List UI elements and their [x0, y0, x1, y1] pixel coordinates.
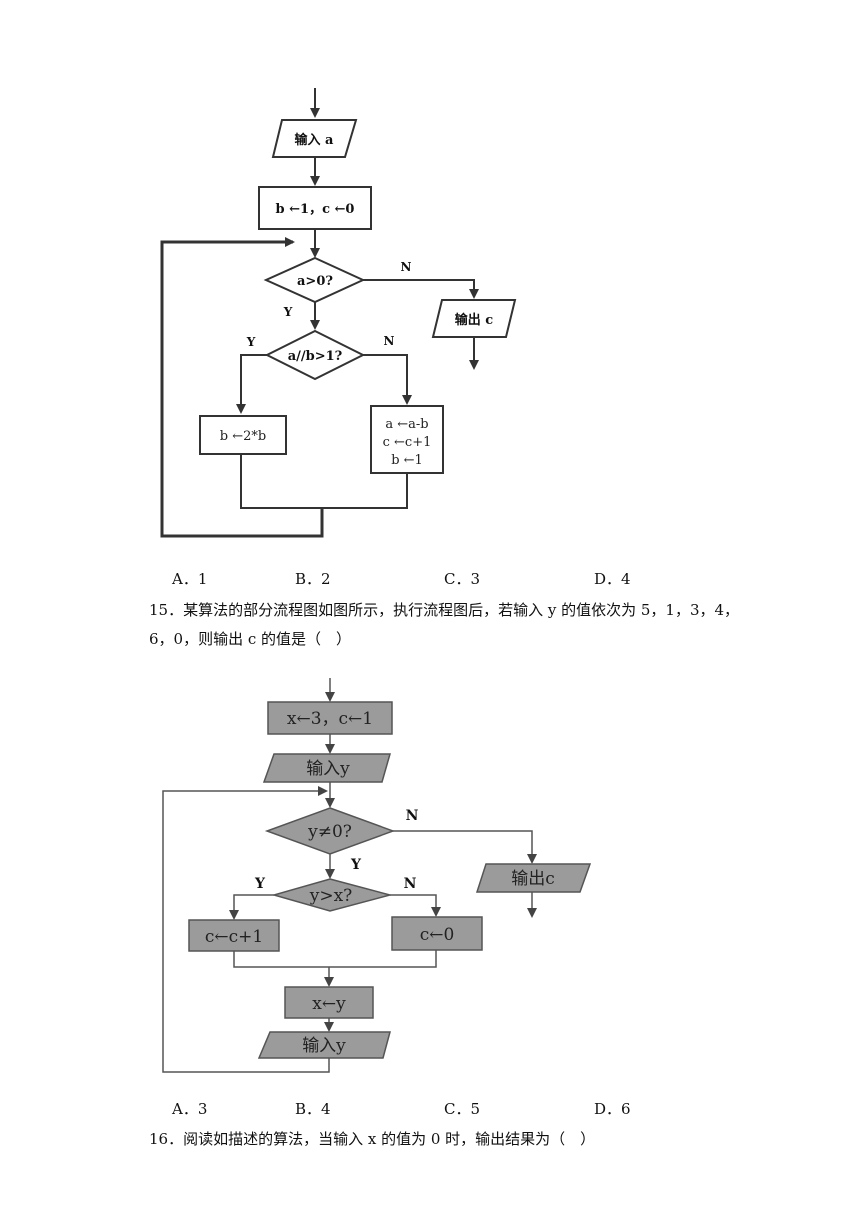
no-label-4: N [404, 876, 417, 892]
yes-label-1: Y [283, 305, 293, 319]
input-y-shape [262, 753, 391, 783]
q14-option-d[interactable]: D．4 [594, 570, 631, 588]
assign-label: x←y [312, 994, 346, 1014]
q15-line-1: 15．某算法的部分流程图如图所示，执行流程图后，若输入 y 的值依次为 5，1，… [149, 601, 740, 619]
q14-options: A．1 B．2 C．3 D．4 [0, 568, 860, 592]
q15-line-2: 6，0，则输出 c 的值是（ ） [149, 630, 352, 648]
input-a-shape [271, 119, 358, 158]
input-a-label: 输入 a [295, 132, 335, 148]
box-c-plus-1 [188, 919, 280, 952]
q14-option-a[interactable]: A．1 [172, 570, 208, 588]
box-b-double [199, 415, 287, 455]
box-subtract [370, 405, 444, 474]
cond2-label-2: y>x? [309, 886, 353, 906]
cond1-label-2: y≠0? [307, 822, 352, 842]
box-right-label: c←0 [420, 925, 455, 945]
cond2-label: a//b>1? [288, 349, 343, 364]
box-right-line-3: b ←1 [391, 453, 423, 468]
q15-option-d[interactable]: D．6 [594, 1100, 631, 1118]
no-label-1: N [401, 260, 412, 274]
flowchart-1: 输入 a b ←1，c ←0 a>0? a//b>1? 输出 c N Y Y N… [160, 88, 517, 538]
box-x-assign [284, 986, 374, 1019]
box-c-zero [391, 916, 483, 951]
q15-question: 15．某算法的部分流程图如图所示，执行流程图后，若输入 y 的值依次为 5，1，… [149, 596, 749, 654]
decision-a-div-b [264, 329, 366, 381]
init-label: b ←1，c ←0 [276, 202, 355, 217]
q14-option-b[interactable]: B．2 [295, 570, 331, 588]
yes-label-4: Y [254, 876, 266, 892]
q15-option-a[interactable]: A．3 [172, 1100, 208, 1118]
decision-y-gt-x [271, 878, 393, 912]
flowchart-2: x←3，c←1 输入y y≠0? y>x? 输出c c←c+1 c←0 x←y … [162, 678, 592, 1073]
input-y-shape-2 [257, 1031, 391, 1059]
box-left-label: c←c+1 [205, 927, 263, 947]
output-c-shape-2 [475, 863, 592, 893]
yes-label-2: Y [246, 335, 256, 349]
q14-option-c[interactable]: C．3 [444, 570, 481, 588]
init-box [258, 186, 372, 230]
no-label-3: N [406, 808, 419, 824]
box-b-label: b ←2*b [220, 429, 266, 444]
init-label-2: x←3，c←1 [287, 709, 373, 729]
q16-line-1: 16．阅读如描述的算法，当输入 x 的值为 0 时，输出结果为（ ） [149, 1130, 596, 1148]
yes-label-3: Y [350, 857, 362, 873]
output-c-label-2: 输出c [511, 869, 555, 889]
q15-option-b[interactable]: B．4 [295, 1100, 331, 1118]
output-c-shape [431, 299, 517, 338]
input-y-label-2: 输入y [302, 1036, 346, 1056]
q15-option-c[interactable]: C．5 [444, 1100, 481, 1118]
cond1-label: a>0? [297, 274, 333, 289]
q15-options: A．3 B．4 C．5 D．6 [0, 1098, 860, 1122]
init-box-2 [267, 701, 393, 735]
output-c-label: 输出 c [455, 312, 494, 328]
box-right-line-2: c ←c+1 [383, 435, 432, 450]
input-y-label: 输入y [306, 759, 350, 779]
box-right-line-1: a ←a-b [385, 417, 428, 432]
q16-question: 16．阅读如描述的算法，当输入 x 的值为 0 时，输出结果为（ ） [149, 1125, 749, 1154]
no-label-2: N [384, 334, 395, 348]
